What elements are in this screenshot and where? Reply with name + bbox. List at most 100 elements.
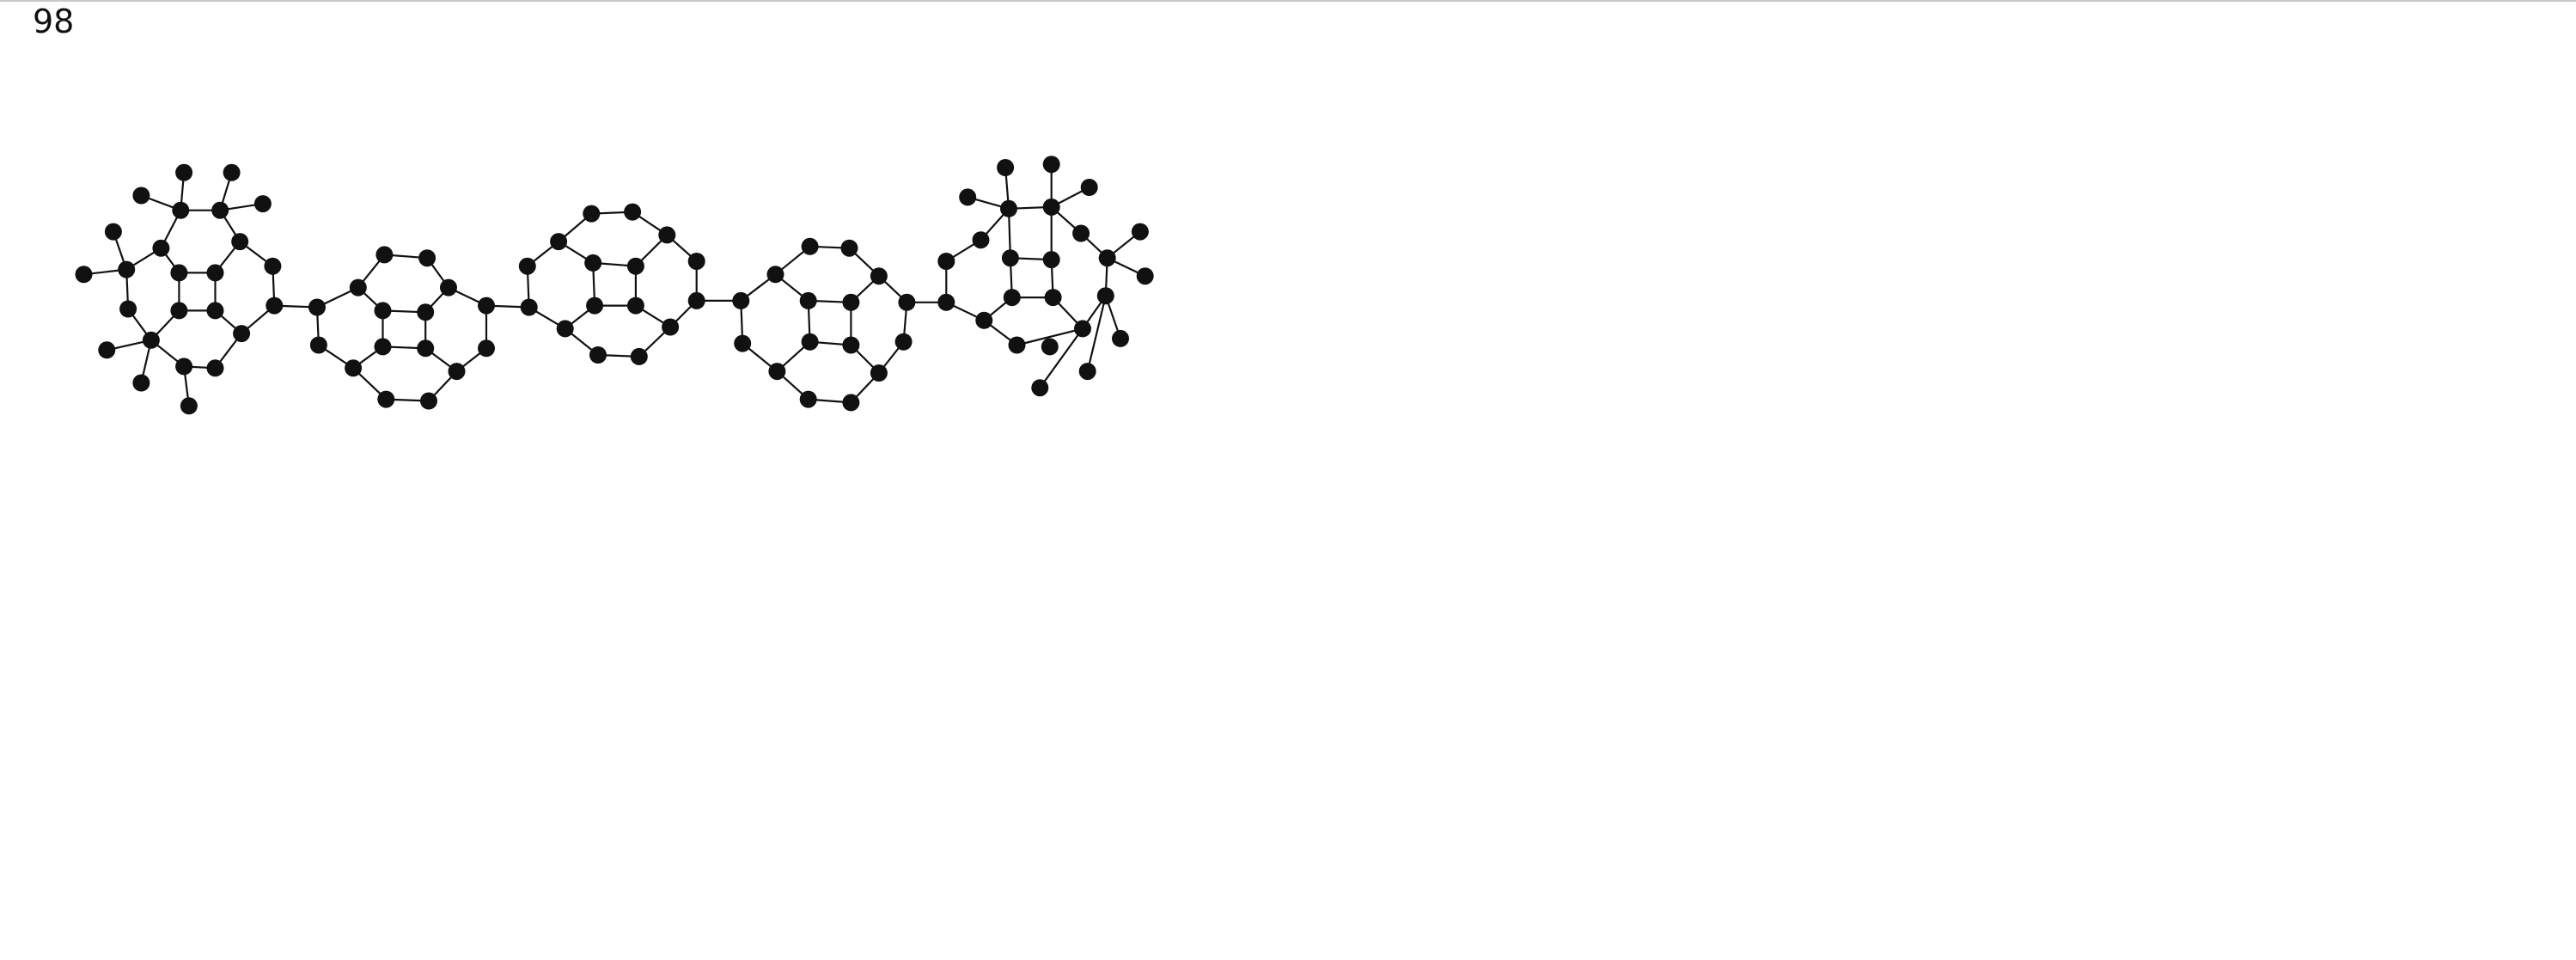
node-B9	[626, 257, 644, 275]
node-B15	[589, 346, 607, 364]
node-L4	[231, 233, 249, 251]
node-A16	[420, 392, 437, 410]
node-L10	[170, 302, 188, 320]
node-A9	[309, 336, 327, 354]
node-L6	[264, 257, 282, 275]
node-D8	[1001, 249, 1019, 267]
node-Ls5	[104, 223, 122, 241]
node-A10	[374, 338, 392, 356]
node-Rs8	[1078, 363, 1096, 381]
node-Ls2	[175, 163, 193, 181]
node-C3	[801, 237, 819, 255]
node-D11	[1003, 289, 1021, 307]
node-L9	[119, 300, 137, 318]
node-A6	[478, 297, 495, 315]
node-B12	[626, 297, 644, 315]
node-A5	[440, 278, 457, 297]
node-L8	[206, 264, 224, 282]
node-D1	[937, 293, 955, 311]
node-A15	[377, 390, 395, 408]
node-A1	[308, 298, 326, 316]
graph-nodes	[75, 156, 1154, 415]
node-B8	[584, 254, 602, 272]
edge-D10-Rs8	[1086, 295, 1107, 372]
node-Ls8	[132, 374, 150, 392]
node-C8	[842, 293, 860, 311]
node-B16	[630, 347, 648, 365]
node-Rs7	[1112, 329, 1129, 347]
node-A8	[417, 303, 435, 321]
node-B4	[583, 205, 601, 223]
node-D13	[975, 311, 993, 329]
node-B1	[520, 298, 538, 316]
node-L2	[211, 201, 229, 219]
node-C2	[766, 266, 784, 284]
node-C6	[898, 293, 916, 311]
node-B3	[550, 233, 568, 251]
node-A12	[478, 339, 495, 358]
node-Rs9	[1031, 379, 1049, 397]
edge-D14-D15	[1016, 327, 1084, 346]
node-L11	[206, 302, 224, 320]
node-D14	[1074, 320, 1091, 338]
node-D4	[1000, 199, 1017, 217]
node-Rs4	[1080, 179, 1098, 196]
node-A13	[345, 359, 363, 377]
node-C7	[799, 291, 817, 309]
node-Rs2	[997, 159, 1015, 176]
node-L7	[170, 264, 188, 282]
node-Ls4	[253, 195, 272, 213]
node-Ls3	[223, 163, 241, 181]
node-L15	[175, 358, 193, 376]
node-Rs6	[1136, 267, 1154, 285]
node-B5	[624, 203, 642, 221]
node-A7	[374, 302, 392, 320]
edge-D14-Rs9	[1039, 327, 1084, 388]
node-Ls9	[180, 397, 198, 415]
node-B7	[687, 253, 705, 270]
node-D7	[1098, 249, 1116, 267]
node-D2	[937, 253, 955, 270]
node-Ls1	[132, 186, 150, 205]
node-B10	[687, 291, 705, 309]
node-D16	[1041, 338, 1059, 356]
node-C9	[734, 334, 752, 352]
node-A14	[448, 363, 466, 381]
node-B6	[658, 226, 676, 244]
node-C10	[801, 333, 819, 351]
node-C1	[732, 291, 750, 309]
node-L14	[233, 325, 251, 343]
node-C16	[842, 394, 860, 412]
node-D5	[1042, 198, 1060, 216]
node-A11	[417, 339, 435, 358]
node-C14	[870, 364, 888, 382]
node-L5	[118, 260, 136, 278]
node-B14	[662, 318, 680, 336]
node-D12	[1044, 289, 1062, 307]
node-C12	[894, 333, 913, 351]
node-D3	[972, 231, 990, 249]
graph-edges	[83, 164, 1146, 407]
top-border-line	[0, 0, 2576, 2]
node-B11	[586, 297, 604, 315]
node-C13	[768, 363, 786, 381]
node-Rs3	[1042, 156, 1060, 174]
node-C4	[840, 239, 858, 257]
node-C11	[842, 336, 860, 354]
node-L1	[172, 201, 190, 219]
node-B13	[556, 320, 574, 338]
node-Ls6	[75, 266, 93, 284]
node-Rs1	[959, 188, 977, 206]
node-D15	[1008, 336, 1026, 354]
node-Ls7	[98, 341, 116, 359]
node-L3	[152, 239, 170, 257]
node-C15	[799, 390, 817, 408]
node-D10	[1096, 287, 1114, 305]
node-A4	[349, 278, 367, 297]
node-L16	[206, 359, 224, 377]
node-C5	[870, 267, 888, 285]
node-L13	[142, 331, 160, 349]
node-A3	[418, 249, 436, 267]
node-Rs5	[1131, 223, 1149, 241]
node-D6	[1072, 224, 1090, 242]
